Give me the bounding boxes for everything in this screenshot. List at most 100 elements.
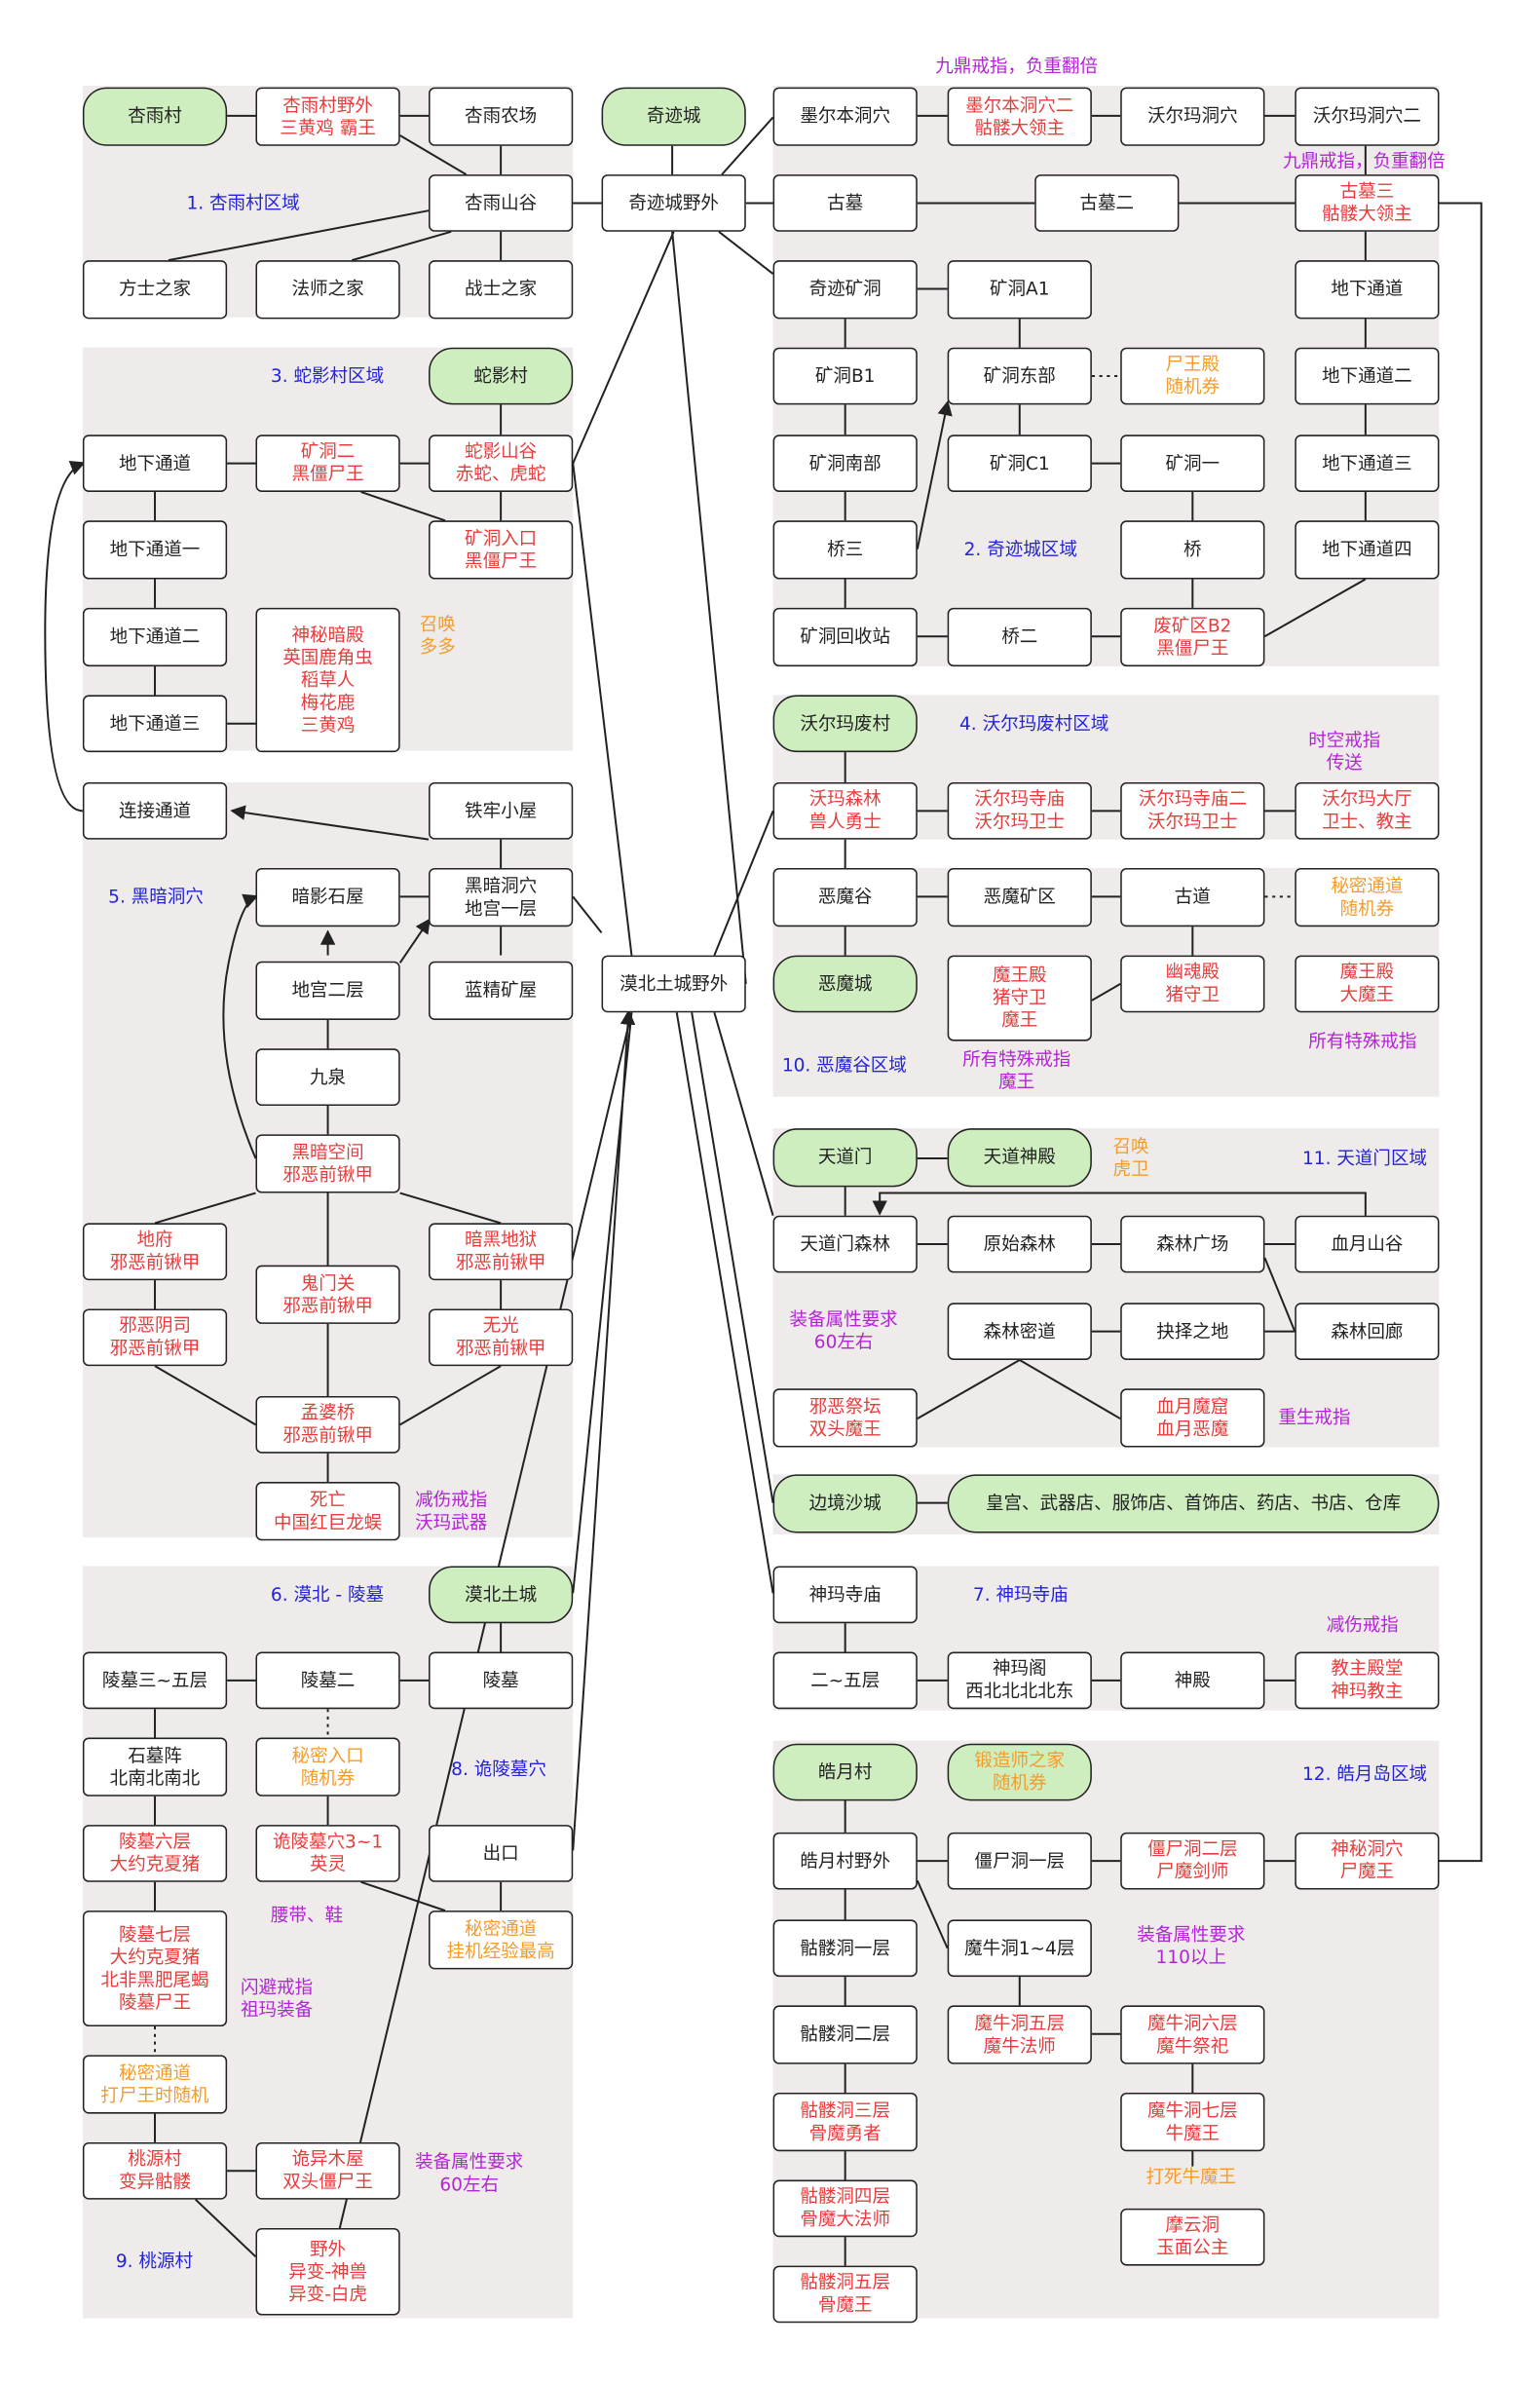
- node-shimu[interactable]: 石墓阵北南北南北: [82, 1737, 228, 1797]
- node-bianjing[interactable]: 边境沙城: [772, 1474, 918, 1533]
- node-shiwangdian[interactable]: 尸王殿随机券: [1120, 347, 1265, 405]
- node-kulou3[interactable]: 骷髅洞三层骨魔勇者: [772, 2092, 918, 2152]
- node-xieeyinsi[interactable]: 邪恶阴司邪恶前锹甲: [82, 1308, 228, 1367]
- node-siwang[interactable]: 死亡中国红巨龙蜈: [255, 1482, 400, 1541]
- node-lingmu35[interactable]: 陵墓三~五层: [82, 1651, 228, 1710]
- node-senlin-guangchang[interactable]: 森林广场: [1120, 1215, 1265, 1273]
- node-tiandao-senlin[interactable]: 天道门森林: [772, 1215, 918, 1273]
- node-senlin-midao[interactable]: 森林密道: [947, 1303, 1092, 1360]
- node-anhei-diyu[interactable]: 暗黑地狱邪恶前锹甲: [429, 1223, 574, 1281]
- node-chukou[interactable]: 出口: [429, 1825, 574, 1882]
- node-kuangdong1[interactable]: 矿洞一: [1120, 435, 1265, 492]
- node-emocheng[interactable]: 恶魔城: [772, 955, 918, 1013]
- node-kulou2[interactable]: 骷髅洞二层: [772, 2005, 918, 2064]
- node-dixia2[interactable]: 地下通道二: [1295, 347, 1440, 405]
- node-woermasimiao[interactable]: 沃尔玛寺庙沃尔玛卫士: [947, 781, 1092, 840]
- node-lanjing[interactable]: 蓝精矿屋: [429, 961, 574, 1020]
- node-kuangdongC1[interactable]: 矿洞C1: [947, 435, 1092, 492]
- node-haoyue-yewai[interactable]: 皓月村野外: [772, 1832, 918, 1890]
- node-woermasenlin[interactable]: 沃玛森林兽人勇士: [772, 781, 918, 840]
- node-kulou1[interactable]: 骷髅洞一层: [772, 1919, 918, 1978]
- node-gumu[interactable]: 古墓: [772, 174, 918, 232]
- node-woermafeicun[interactable]: 沃尔玛废村: [772, 695, 918, 753]
- node-lingmu[interactable]: 陵墓: [429, 1651, 574, 1710]
- node-youhundian[interactable]: 幽魂殿猪守卫: [1120, 955, 1265, 1013]
- node-lingmu2[interactable]: 陵墓二: [255, 1651, 400, 1710]
- node-xingyucun[interactable]: 杏雨村: [82, 87, 228, 146]
- node-qiao[interactable]: 桥: [1120, 520, 1265, 580]
- node-shenmi[interactable]: 神秘暗殿英国鹿角虫稻草人梅花鹿三黄鸡: [255, 607, 400, 753]
- node-lingmu7[interactable]: 陵墓七层大约克夏猪北非黑肥尾蝎陵墓尸王: [82, 1910, 228, 2027]
- node-moniu6[interactable]: 魔牛洞六层魔牛祭祀: [1120, 2005, 1265, 2064]
- node-s-dixia[interactable]: 地下通道: [82, 435, 228, 492]
- node-shenmi-cave[interactable]: 神秘洞穴尸魔王: [1295, 1832, 1440, 1890]
- node-jiangshi2[interactable]: 僵尸洞二层尸魔剑师: [1120, 1832, 1265, 1890]
- node-kulou5[interactable]: 骷髅洞五层骨魔王: [772, 2265, 918, 2324]
- node-emokuangqu[interactable]: 恶魔矿区: [947, 868, 1092, 927]
- node-kuangdong2[interactable]: 矿洞二黑僵尸王: [255, 435, 400, 492]
- node-qijiyewai[interactable]: 奇迹城野外: [601, 174, 746, 232]
- node-er-wu[interactable]: 二~五层: [772, 1651, 918, 1710]
- node-s-dixia1[interactable]: 地下通道一: [82, 520, 228, 580]
- node-qijicheng[interactable]: 奇迹城: [601, 87, 746, 146]
- node-digong2[interactable]: 地宫二层: [255, 961, 400, 1020]
- node-mimi-rukou[interactable]: 秘密入口随机券: [255, 1737, 400, 1797]
- node-fashi[interactable]: 法师之家: [255, 260, 400, 320]
- node-mobei-tucheng[interactable]: 漠北土城: [429, 1566, 574, 1624]
- node-moniu14[interactable]: 魔牛洞1~4层: [947, 1919, 1092, 1978]
- node-mimi-tongdao[interactable]: 秘密通道随机券: [1295, 868, 1440, 927]
- node-gumu2[interactable]: 古墓二: [1034, 174, 1180, 232]
- node-anying[interactable]: 暗影石屋: [255, 868, 400, 927]
- node-mengpo[interactable]: 孟婆桥邪恶前锹甲: [255, 1396, 400, 1454]
- node-qiao2[interactable]: 桥二: [947, 607, 1092, 667]
- node-woerma-cave2[interactable]: 沃尔玛洞穴二: [1295, 87, 1440, 146]
- node-haoyuecun[interactable]: 皓月村: [772, 1743, 918, 1801]
- node-kuangdongB1[interactable]: 矿洞B1: [772, 347, 918, 405]
- node-qiao3[interactable]: 桥三: [772, 520, 918, 580]
- node-woermasimiao2[interactable]: 沃尔玛寺庙二沃尔玛卫士: [1120, 781, 1265, 840]
- node-woerma-cave[interactable]: 沃尔玛洞穴: [1120, 87, 1265, 146]
- node-guimen[interactable]: 鬼门关邪恶前锹甲: [255, 1265, 400, 1324]
- node-kuangdongA1[interactable]: 矿洞A1: [947, 260, 1092, 320]
- node-mimi-guaji[interactable]: 秘密通道挂机经验最高: [429, 1910, 574, 1970]
- node-dixia4[interactable]: 地下通道四: [1295, 520, 1440, 580]
- node-sheyingcun[interactable]: 蛇影村: [429, 347, 574, 405]
- node-s-dixia3[interactable]: 地下通道三: [82, 695, 228, 753]
- node-kuangdongrukou[interactable]: 矿洞入口黑僵尸王: [429, 520, 574, 580]
- node-shenmage[interactable]: 神玛阁西北北北北东: [947, 1651, 1092, 1710]
- node-taoyuan[interactable]: 桃源村变异骷髅: [82, 2141, 228, 2200]
- node-yewai[interactable]: 野外异变-神兽异变-白虎: [255, 2227, 400, 2316]
- node-mowangdian[interactable]: 魔王殿猪守卫魔王: [947, 955, 1092, 1041]
- node-xingyunongchang[interactable]: 杏雨农场: [429, 87, 574, 146]
- node-shendian[interactable]: 神殿: [1120, 1651, 1265, 1710]
- node-jueze[interactable]: 抉择之地: [1120, 1303, 1265, 1360]
- node-xueyue-shangu[interactable]: 血月山谷: [1295, 1215, 1440, 1273]
- node-kuangdongnan[interactable]: 矿洞南部: [772, 435, 918, 492]
- node-zhanshi[interactable]: 战士之家: [429, 260, 574, 320]
- node-mowangdian2[interactable]: 魔王殿大魔王: [1295, 955, 1440, 1013]
- node-woermadating[interactable]: 沃尔玛大厅卫士、教主: [1295, 781, 1440, 840]
- node-heian-space[interactable]: 黑暗空间邪恶前锹甲: [255, 1134, 400, 1193]
- node-kuangdongdong[interactable]: 矿洞东部: [947, 347, 1092, 405]
- node-guiyi[interactable]: 诡异木屋双头僵尸王: [255, 2141, 400, 2200]
- node-sheyingshangu[interactable]: 蛇影山谷赤蛇、虎蛇: [429, 435, 574, 492]
- node-tiandaomen[interactable]: 天道门: [772, 1128, 918, 1188]
- node-senlin-huilang[interactable]: 森林回廊: [1295, 1303, 1440, 1360]
- node-xiee-jitan[interactable]: 邪恶祭坛双头魔王: [772, 1388, 918, 1448]
- node-bianjing-shops[interactable]: 皇宫、武器店、服饰店、首饰店、药店、书店、仓库: [947, 1474, 1440, 1533]
- node-moerben[interactable]: 墨尔本洞穴: [772, 87, 918, 146]
- node-s-dixia2[interactable]: 地下通道二: [82, 607, 228, 667]
- node-yuanshi[interactable]: 原始森林: [947, 1215, 1092, 1273]
- node-wuguang[interactable]: 无光邪恶前锹甲: [429, 1308, 574, 1367]
- node-jiuquan[interactable]: 九泉: [255, 1048, 400, 1106]
- node-fangshi[interactable]: 方士之家: [82, 260, 228, 320]
- node-lianjie[interactable]: 连接通道: [82, 781, 228, 840]
- node-duanzao[interactable]: 锻造师之家随机券: [947, 1743, 1092, 1801]
- node-moniu7[interactable]: 魔牛洞七层牛魔王: [1120, 2092, 1265, 2152]
- node-jiangshi1[interactable]: 僵尸洞一层: [947, 1832, 1092, 1890]
- node-qijikuangdong[interactable]: 奇迹矿洞: [772, 260, 918, 320]
- node-xingyushangu[interactable]: 杏雨山谷: [429, 174, 574, 232]
- node-jiaozhu[interactable]: 教主殿堂神玛教主: [1295, 1651, 1440, 1710]
